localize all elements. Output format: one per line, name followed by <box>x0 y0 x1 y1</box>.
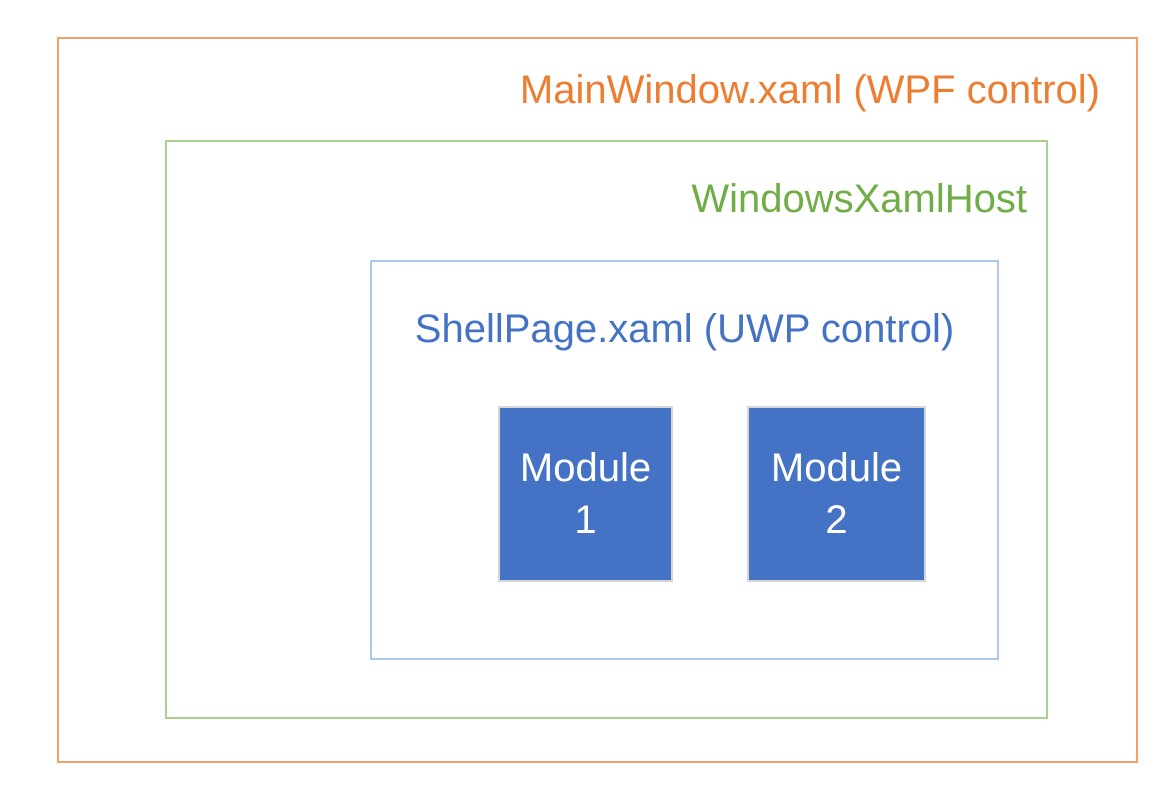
shellpage-label: ShellPage.xaml (UWP control) <box>414 307 955 351</box>
module-1-name: Module <box>519 446 652 490</box>
mainwindow-label: MainWindow.xaml (WPF control) <box>519 68 1100 112</box>
module-2-name: Module <box>770 446 903 490</box>
windowsxamlhost-box: WindowsXamlHost ShellPage.xaml (UWP cont… <box>165 140 1048 719</box>
module-2-number: 2 <box>825 498 848 542</box>
module-1-number: 1 <box>574 498 597 542</box>
mainwindow-box: MainWindow.xaml (WPF control) WindowsXam… <box>57 37 1138 763</box>
module-2-box: Module 2 <box>747 406 926 582</box>
module-1-box: Module 1 <box>498 406 673 582</box>
shellpage-box: ShellPage.xaml (UWP control) Module 1 Mo… <box>370 260 999 660</box>
windowsxamlhost-label: WindowsXamlHost <box>691 177 1027 221</box>
